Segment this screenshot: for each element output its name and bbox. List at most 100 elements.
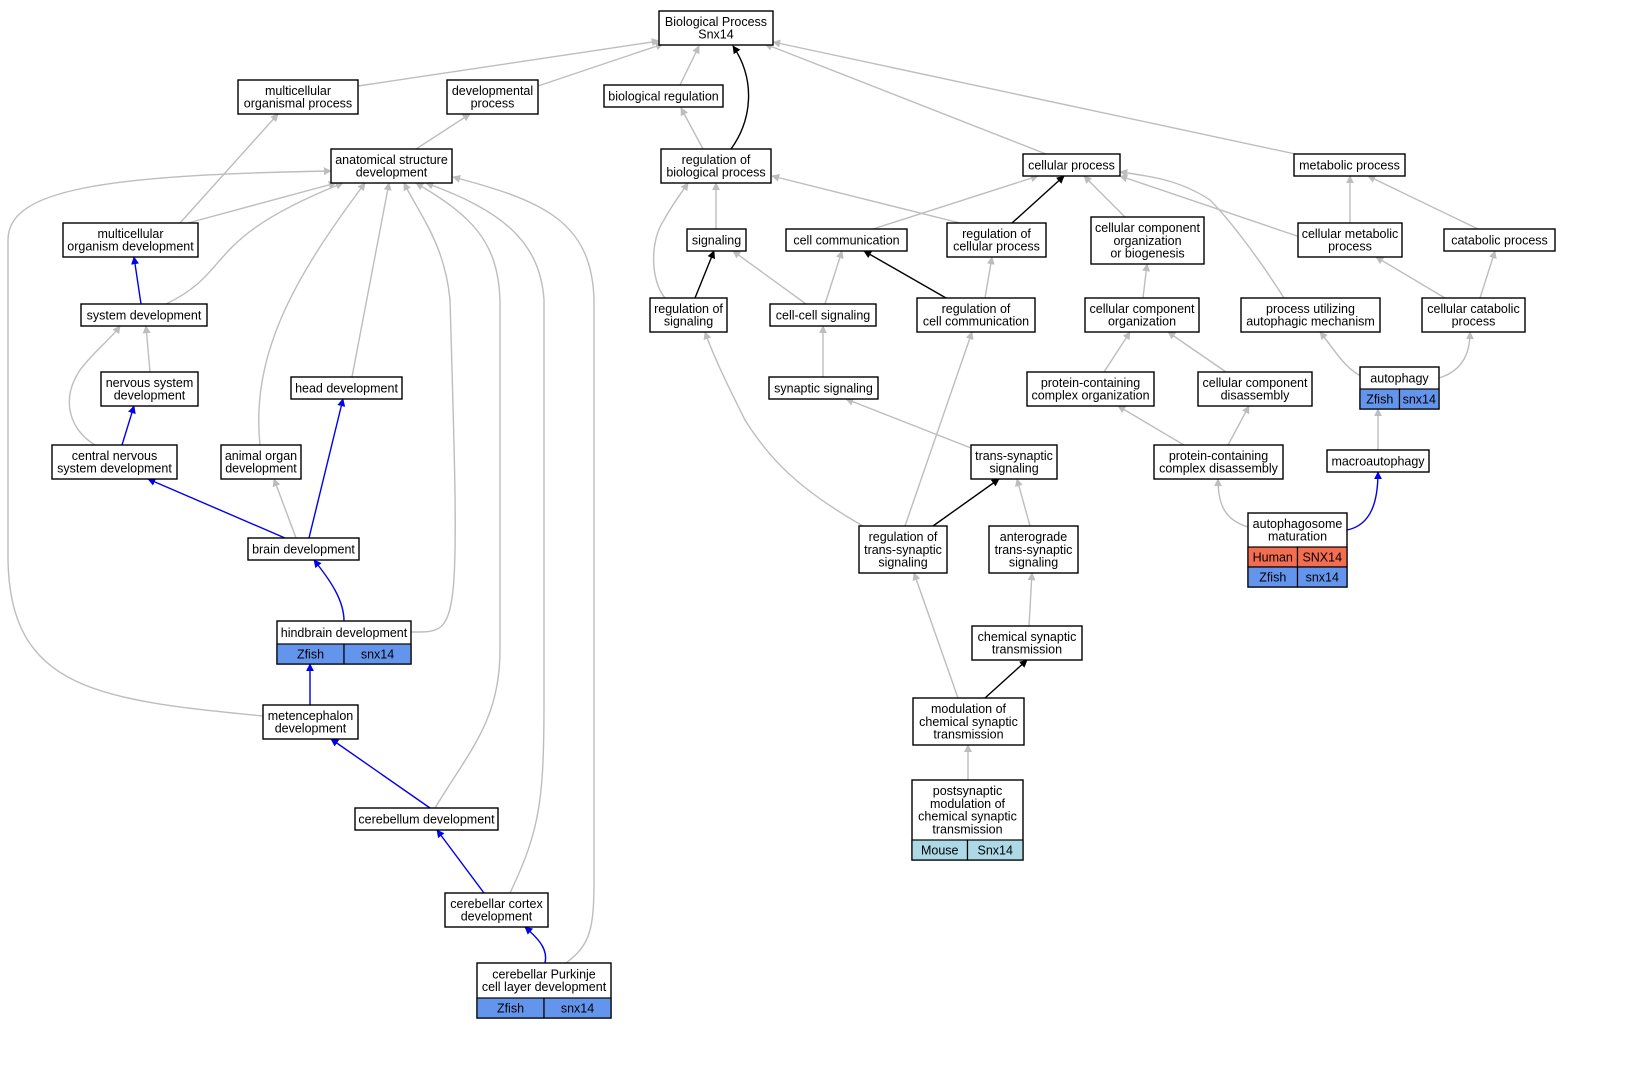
gene-label: snx14: [1403, 392, 1436, 406]
node-label-line: process: [1452, 315, 1496, 329]
node-box: [1153, 444, 1284, 480]
node-box: [262, 704, 359, 740]
go-node-catab[interactable]: catabolic process: [1443, 228, 1556, 252]
node-label-line: developmental: [452, 84, 533, 98]
edge-pcl_dev-to-anat_dev: [452, 174, 595, 964]
go-node-cell-comm[interactable]: cell communication: [785, 228, 908, 252]
go-node-head-dev[interactable]: head development: [290, 376, 403, 400]
node-label-line: chemical synaptic: [919, 715, 1018, 729]
node-label-line: development: [225, 462, 297, 476]
node-label-line: nervous system: [106, 376, 194, 390]
gene-label: snx14: [361, 647, 394, 661]
node-label-line: cell-cell signaling: [776, 308, 871, 322]
node-label-line: cerebellar cortex: [450, 897, 543, 911]
node-box: [1197, 371, 1313, 407]
go-node-syn-sig[interactable]: synaptic signaling: [768, 376, 879, 400]
gene-cell: [343, 643, 412, 665]
go-node-bio-reg[interactable]: biological regulation: [603, 84, 724, 108]
node-label-line: process utilizing: [1266, 302, 1355, 316]
node-label-line: organismal process: [244, 97, 352, 111]
node-label-line: development: [275, 722, 347, 736]
node-box: [1090, 216, 1205, 265]
gene-label: snx14: [561, 1001, 594, 1015]
edge-reg_ts-to-reg_cc: [904, 331, 974, 527]
edge-cc_dev-to-anat_dev: [425, 181, 545, 894]
edge-cc_dis-to-cco: [1167, 331, 1227, 373]
go-node-macro[interactable]: macroautophagy: [1326, 449, 1430, 473]
node-box: [649, 297, 728, 333]
edge-reg_cc-to-reg_cell_proc: [984, 256, 995, 299]
node-label-line: multicellular: [265, 84, 331, 98]
node-label-line: cellular catabolic: [1427, 302, 1519, 316]
gene-cell: [543, 997, 612, 1019]
go-node-cereb-dev[interactable]: cerebellum development: [354, 807, 499, 831]
go-node-sys-dev[interactable]: system development: [80, 303, 208, 327]
gene-cell: [966, 839, 1024, 861]
node-box: [686, 228, 747, 252]
node-label-line: development: [114, 389, 186, 403]
node-label-line: modulation of: [931, 702, 1007, 716]
go-node-signaling[interactable]: signaling: [686, 228, 747, 252]
node-label-line: regulation of: [942, 302, 1011, 316]
go-node-metab-proc[interactable]: metabolic process: [1293, 153, 1406, 177]
edge-reg_sig-to-signaling: [694, 250, 716, 299]
go-node-cc-sig[interactable]: cell-cell signaling: [769, 303, 877, 327]
edge-cns_dev-to-sys_dev: [68, 325, 121, 446]
node-box: [237, 79, 359, 115]
node-box: [769, 303, 877, 327]
edge-cc_sig-to-signaling: [732, 250, 807, 305]
edge-cns_dev-to-ns_dev: [121, 405, 136, 446]
node-box: [1297, 222, 1403, 258]
edge-dev_proc-to-root: [537, 42, 664, 87]
node-label-line: development: [356, 166, 428, 180]
go-node-cell-proc[interactable]: cellular process: [1022, 153, 1121, 177]
node-label-line: regulation of: [654, 302, 723, 316]
node-box: [1084, 297, 1200, 333]
node-box: [51, 444, 178, 480]
node-label-line: trans-synaptic: [864, 543, 942, 557]
edge-mod_chem-to-reg_ts: [912, 572, 959, 699]
node-label-line: cerebellar Purkinje: [492, 967, 596, 981]
edge-apm-to-macro: [1346, 471, 1382, 531]
node-label-line: Snx14: [698, 28, 733, 42]
node-box: [1022, 153, 1121, 177]
node-label-line: cellular process: [953, 240, 1040, 254]
go-node-brain-dev[interactable]: brain development: [247, 537, 360, 561]
node-box: [80, 303, 208, 327]
node-label-line: cell communication: [923, 315, 1029, 329]
node-label-line: chemical synaptic: [978, 630, 1077, 644]
node-label-line: system development: [57, 462, 172, 476]
